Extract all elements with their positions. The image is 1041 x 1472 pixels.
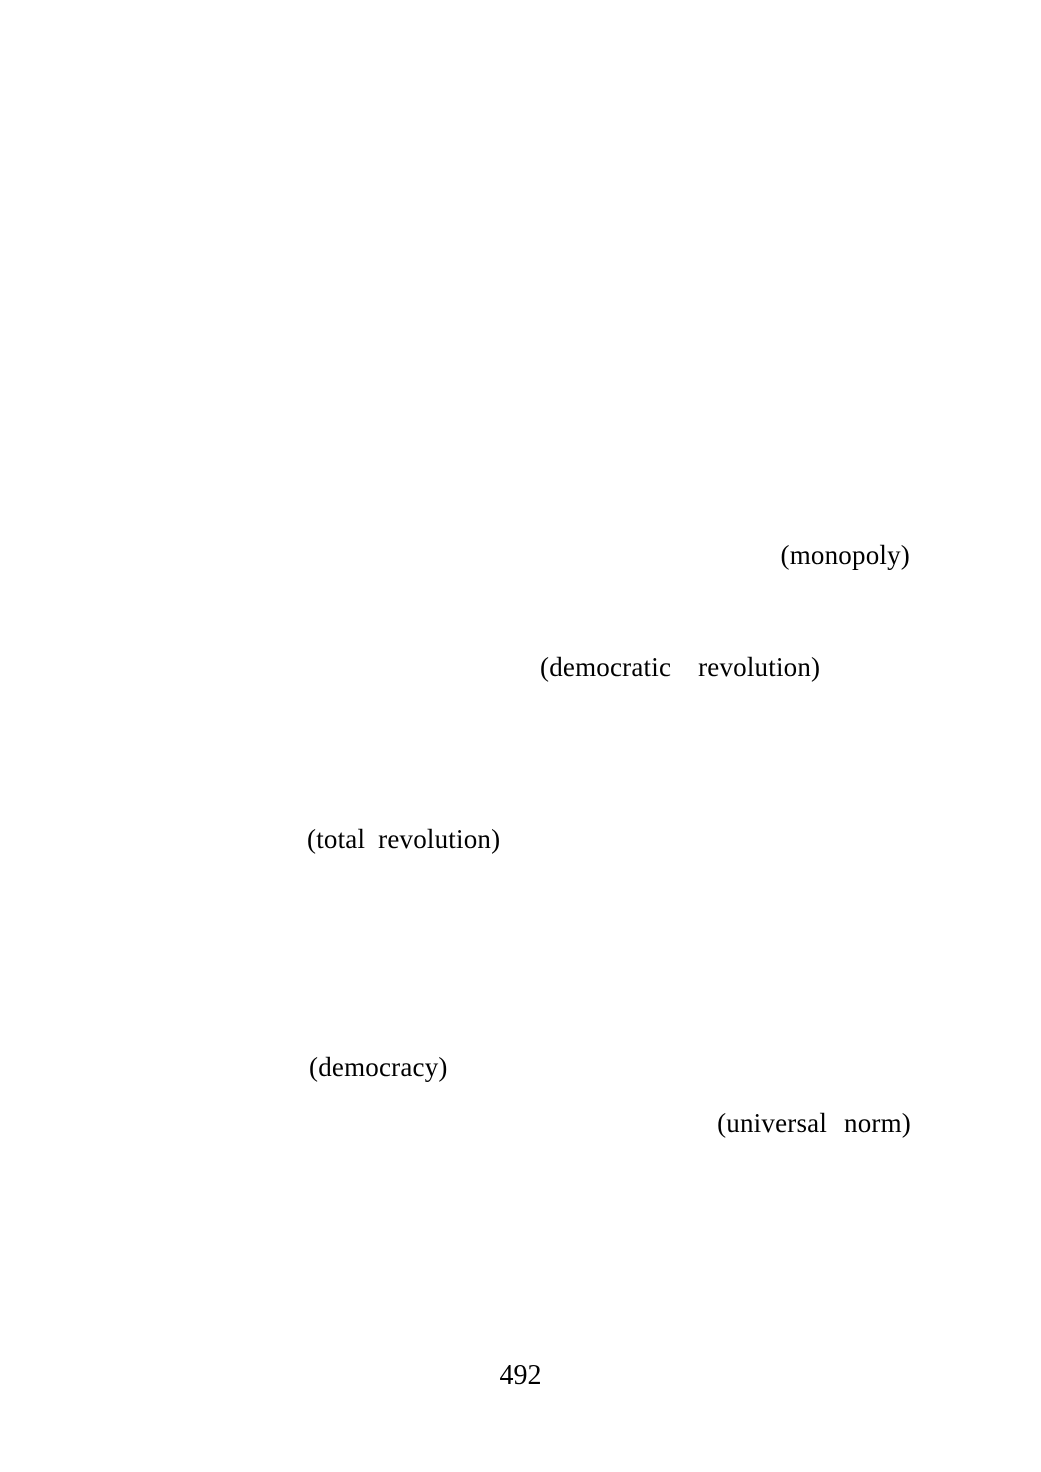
term-total-revolution: (total revolution) <box>307 824 501 854</box>
term-democratic-revolution: (democratic revolution) <box>540 652 821 682</box>
term-monopoly: (monopoly) <box>780 540 910 570</box>
page-number: 492 <box>499 1360 542 1391</box>
term-universal-norm: (universal norm) <box>717 1108 911 1138</box>
term-democracy: (democracy) <box>309 1052 448 1082</box>
